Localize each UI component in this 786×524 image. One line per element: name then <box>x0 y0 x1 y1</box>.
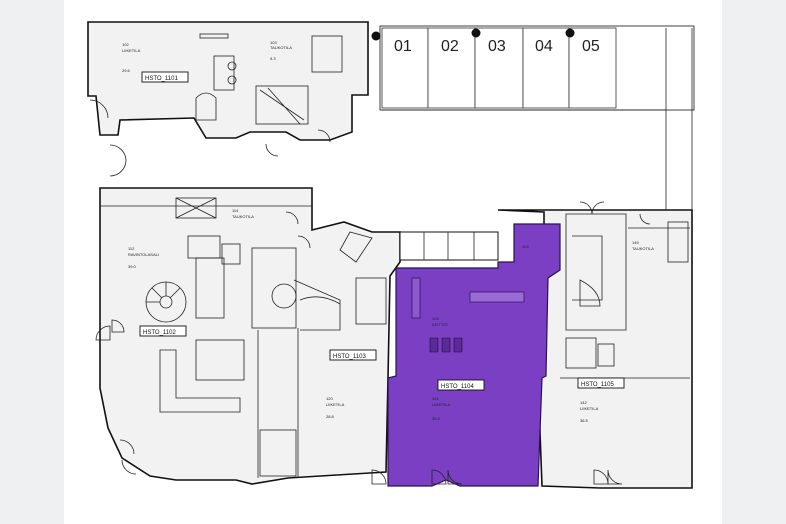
svg-text:36.5: 36.5 <box>580 418 589 423</box>
svg-text:39.0: 39.0 <box>128 264 137 269</box>
svg-text:TAUKOTILA: TAUKOTILA <box>632 246 654 251</box>
svg-text:LIIKETILA: LIIKETILA <box>432 402 451 407</box>
counter <box>469 291 525 303</box>
parking-bollard <box>371 31 381 41</box>
parking-spot-04 <box>522 27 570 109</box>
svg-text:29.6: 29.6 <box>122 68 131 73</box>
unit-tag-1104 <box>437 379 485 391</box>
unit-label-1103: HSTO_1103 <box>333 354 366 360</box>
svg-text:120: 120 <box>326 396 333 401</box>
unit-label-1101: HSTO_1101 <box>145 76 178 82</box>
svg-text:TAUKOTILA: TAUKOTILA <box>232 214 254 219</box>
parking-spot-03 <box>474 27 524 109</box>
parking-spot-label-02: 02 <box>441 38 459 55</box>
svg-text:9.3: 9.3 <box>270 56 276 61</box>
fixtures <box>429 337 463 353</box>
parking-spot-05 <box>568 27 617 109</box>
unit-tag-1103 <box>329 349 377 361</box>
svg-text:114: 114 <box>232 208 239 213</box>
parking-spot-01 <box>381 27 429 109</box>
unit-label-1105: HSTO_1105 <box>581 382 614 388</box>
svg-text:KEITTIÖ: KEITTIÖ <box>432 322 448 327</box>
svg-text:35.8: 35.8 <box>432 416 441 421</box>
svg-text:103: 103 <box>270 40 277 45</box>
door-swings <box>95 201 651 485</box>
svg-text:145: 145 <box>632 240 639 245</box>
svg-text:LIIKETILA: LIIKETILA <box>326 402 345 407</box>
svg-text:102: 102 <box>122 42 129 47</box>
unit-1104-highlight[interactable] <box>387 223 561 487</box>
parking-spot-label-04: 04 <box>535 38 553 55</box>
svg-text:112: 112 <box>128 246 135 251</box>
parking-spots: 01 02 03 04 05 <box>371 27 617 109</box>
svg-text:TAUKOTILA: TAUKOTILA <box>270 45 292 50</box>
parking-spot-label-01: 01 <box>394 38 412 55</box>
shelving <box>411 277 421 319</box>
svg-text:101: 101 <box>432 396 439 401</box>
svg-text:LIIKETILA: LIIKETILA <box>580 406 599 411</box>
parking-spot-label-05: 05 <box>582 38 600 55</box>
parking-bollard <box>565 28 575 38</box>
parking-bollard <box>471 28 481 38</box>
unit-label-1104: HSTO_1104 <box>441 384 474 390</box>
unit-tag-1105 <box>577 377 625 389</box>
svg-text:28.8: 28.8 <box>326 414 335 419</box>
svg-text:RAVINTOLASALI: RAVINTOLASALI <box>128 252 159 257</box>
svg-text:LIIKETILA: LIIKETILA <box>122 48 141 53</box>
parking-spot-02 <box>427 27 476 109</box>
unit-tag-1101 <box>141 71 189 83</box>
unit-label-1102: HSTO_1102 <box>143 330 176 336</box>
svg-text:103: 103 <box>432 316 439 321</box>
svg-text:104: 104 <box>522 244 529 249</box>
parking-spot-label-03: 03 <box>488 38 506 55</box>
unit-1101[interactable]: 102 LIIKETILA 29.6 103 TAUKOTILA 9.3 <box>87 21 369 177</box>
svg-text:142: 142 <box>580 400 587 405</box>
unit-tag-1102 <box>139 325 187 337</box>
